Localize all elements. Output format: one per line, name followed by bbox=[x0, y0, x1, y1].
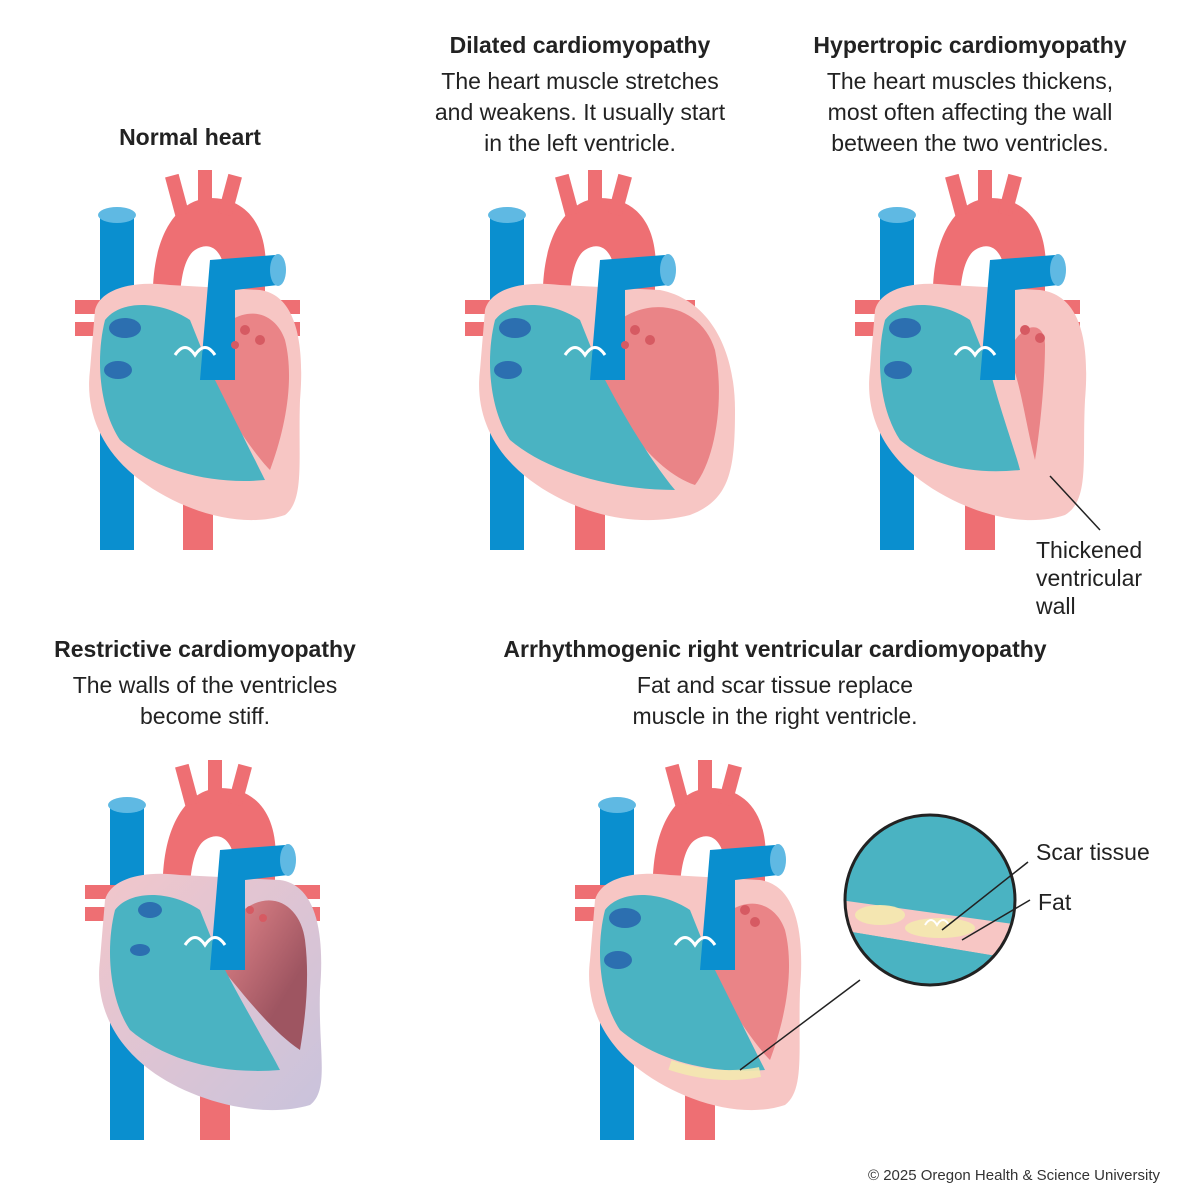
restrictive-title: Restrictive cardiomyopathy bbox=[54, 636, 356, 662]
fat-callout: Fat bbox=[1038, 889, 1072, 915]
arrhythmogenic-title: Arrhythmogenic right ventricular cardiom… bbox=[503, 636, 1047, 662]
restrictive-heart-illustration bbox=[85, 760, 322, 1140]
scar-tissue-callout: Scar tissue bbox=[1036, 839, 1150, 865]
normal-heart-title: Normal heart bbox=[119, 124, 261, 150]
restrictive-description: The walls of the ventricles become stiff… bbox=[72, 672, 338, 729]
zoom-circle bbox=[843, 813, 1017, 987]
hypertrophic-title: Hypertropic cardiomyopathy bbox=[813, 32, 1127, 58]
normal-heart-illustration bbox=[75, 170, 302, 550]
dilated-title: Dilated cardiomyopathy bbox=[449, 32, 711, 58]
hypertrophic-description: The heart muscles thickens, most often a… bbox=[826, 68, 1114, 156]
dilated-description: The heart muscle stretches and weakens. … bbox=[434, 68, 726, 156]
hypertrophic-heart-illustration bbox=[855, 170, 1087, 550]
arrhythmogenic-heart-illustration bbox=[575, 760, 802, 1140]
arrhythmogenic-description: Fat and scar tissue replace muscle in th… bbox=[632, 672, 918, 729]
copyright-notice: © 2025 Oregon Health & Science Universit… bbox=[867, 1167, 1160, 1184]
thickened-wall-callout: Thickened ventricular wall bbox=[1036, 537, 1143, 619]
dilated-heart-illustration bbox=[465, 170, 735, 550]
